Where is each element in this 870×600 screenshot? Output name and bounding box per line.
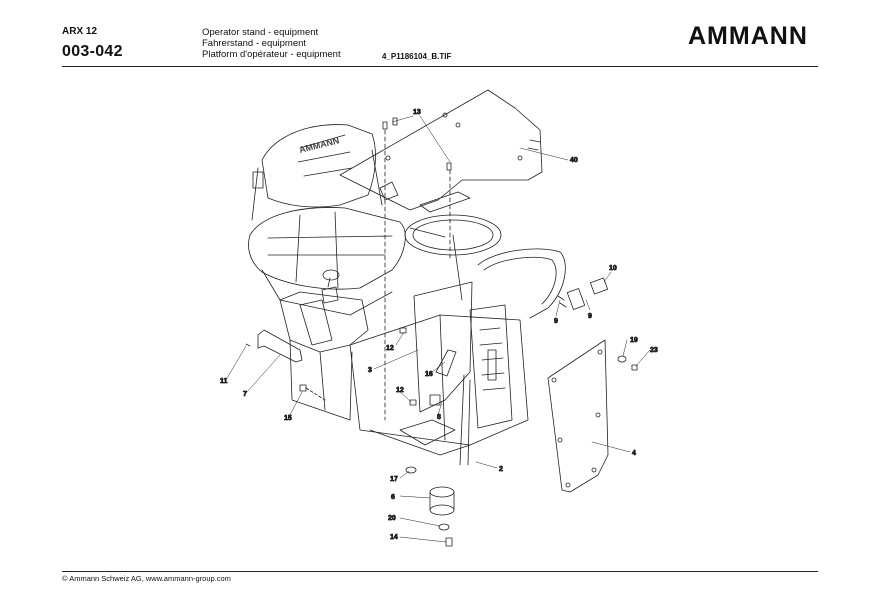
ammann-logo: AMMANN	[688, 22, 808, 50]
side-plate-3	[413, 281, 473, 413]
callout-16: 16	[425, 371, 433, 378]
title-english: Operator stand - equipment	[202, 27, 319, 38]
callout-23: 23	[650, 347, 658, 354]
nut-17	[405, 466, 417, 474]
dashboard-cover	[339, 89, 543, 213]
hose-fittings	[557, 277, 609, 310]
callout-17: 17	[390, 476, 398, 483]
footer-divider	[62, 571, 818, 572]
header-divider	[62, 66, 818, 67]
screw-14	[445, 537, 453, 547]
joystick	[321, 269, 340, 304]
callout-8: 8	[437, 414, 441, 421]
operator-seat: AMMANN	[248, 124, 406, 316]
valve-block	[459, 304, 513, 466]
callout-2: 2	[499, 466, 503, 473]
seat-pedestal	[279, 291, 369, 421]
bolts-12	[399, 327, 417, 406]
svg-text:AMMANN: AMMANN	[298, 135, 340, 155]
callout-20: 20	[388, 515, 396, 522]
document-number: 003-042	[62, 43, 123, 60]
central-frame	[349, 314, 529, 456]
bolt-15	[299, 384, 326, 401]
bracket-16	[435, 349, 457, 377]
front-handrail	[477, 248, 566, 319]
copyright-notice: © Ammann Schweiz AG, www.ammann-group.co…	[62, 574, 231, 583]
callout-14: 14	[390, 534, 398, 541]
callout-9: 9	[554, 318, 558, 325]
callout-12b: 12	[396, 387, 404, 394]
rubber-damper-6	[429, 486, 455, 516]
side-cover-4	[547, 339, 609, 493]
washer-19	[617, 355, 627, 363]
file-name: 4_P1186104_B.TIF	[382, 52, 452, 61]
screw-23	[631, 364, 638, 371]
callout-6: 6	[391, 494, 395, 501]
callout-3: 3	[368, 367, 372, 374]
grab-handle-7	[245, 329, 303, 363]
callout-11: 11	[220, 378, 228, 385]
leader-lines	[225, 115, 651, 543]
steering-wheel	[404, 214, 502, 301]
title-french: Platform d'opérateur - equipment	[202, 49, 341, 60]
callout-12: 12	[386, 345, 394, 352]
callout-9b: 9	[588, 313, 592, 320]
callout-10: 10	[609, 265, 617, 272]
callout-4: 4	[632, 450, 636, 457]
model-label: ARX 12	[62, 26, 98, 37]
callout-19: 19	[630, 337, 638, 344]
title-german: Fahrerstand - equipment	[202, 38, 307, 49]
callout-40: 40	[570, 157, 578, 164]
callout-7: 7	[243, 391, 247, 398]
washer-20	[438, 523, 450, 531]
callout-13: 13	[413, 109, 421, 116]
callout-15: 15	[284, 415, 292, 422]
